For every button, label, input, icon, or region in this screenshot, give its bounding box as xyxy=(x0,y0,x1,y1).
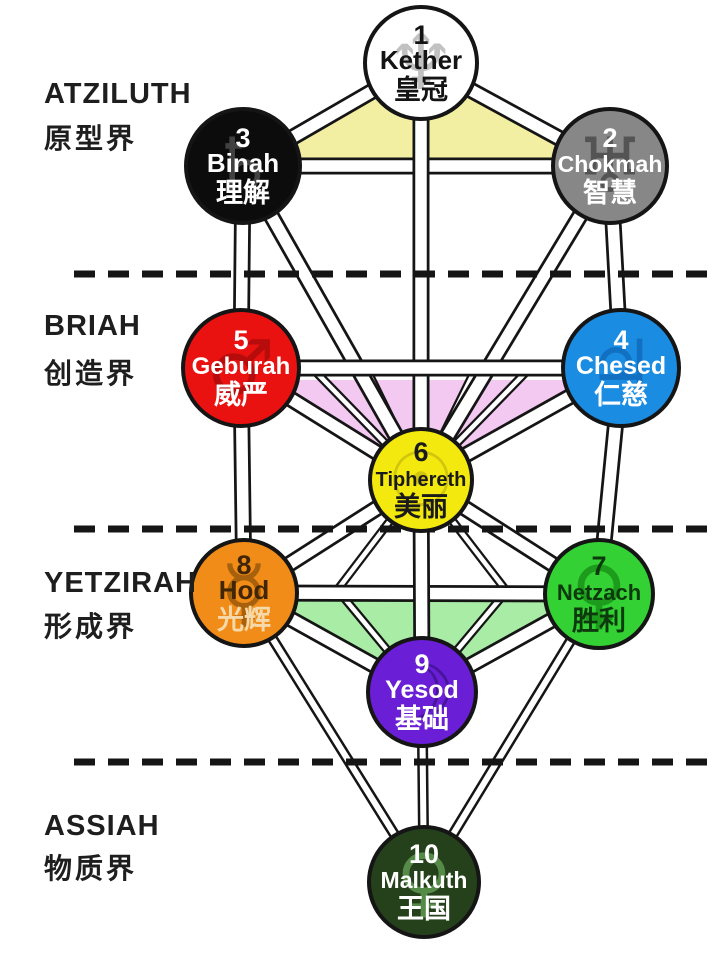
neptune-symbol: ♆ xyxy=(387,18,455,107)
jupiter-symbol: ♃ xyxy=(587,323,655,412)
moon-symbol: ☽ xyxy=(388,647,456,736)
world-name: ATZILUTH xyxy=(44,78,192,110)
chokmah-name: Chokmah xyxy=(558,151,663,177)
netzach-name: Netzach xyxy=(557,580,641,605)
world-label-atziluth: ATZILUTH 原型界 xyxy=(44,78,192,154)
world-label-briah: BRIAH 创造界 xyxy=(43,310,141,389)
tiphereth-chinese: 美丽 xyxy=(394,491,448,522)
sephira-geburah: ♂ 5 Geburah 威严 xyxy=(181,308,301,428)
geburah-chinese: 威严 xyxy=(214,380,268,410)
tiphereth-circle xyxy=(368,427,474,533)
malkuth-circle xyxy=(367,825,481,939)
sephira-hod: ☿ 8 Hod 光辉 xyxy=(189,538,299,648)
binah-circle xyxy=(184,107,302,225)
hod-circle xyxy=(189,538,299,648)
sun-symbol: ☉ xyxy=(387,435,455,524)
sephira-yesod: ☽ 9 Yesod 基础 xyxy=(366,636,478,748)
saturn-symbol: ♄ xyxy=(209,121,277,210)
chesed-number: 4 xyxy=(613,325,628,355)
world-chinese: 原型界 xyxy=(44,123,137,154)
hod-name: Hod xyxy=(219,575,270,605)
sephira-netzach: ♀ 7 Netzach 胜利 xyxy=(543,538,655,650)
netzach-chinese: 胜利 xyxy=(572,606,626,636)
geburah-number: 5 xyxy=(233,325,248,355)
path-chokmah-tiphereth xyxy=(413,161,618,485)
uranus-symbol: ♅ xyxy=(576,121,644,210)
malkuth-chinese: 王国 xyxy=(397,894,451,924)
sephira-malkuth: ♀ 10 Malkuth 王国 xyxy=(367,825,481,939)
world-name: BRIAH xyxy=(44,310,141,342)
chokmah-circle xyxy=(551,107,669,225)
kether-chinese: 皇冠 xyxy=(394,75,448,105)
chesed-name: Chesed xyxy=(576,352,666,380)
geburah-circle xyxy=(181,308,301,428)
mercury-symbol: ☿ xyxy=(221,548,268,637)
venus-symbol: ♀ xyxy=(571,549,627,638)
yesod-circle xyxy=(366,636,478,748)
kether-name: Kether xyxy=(380,45,462,75)
binah-chinese: 理解 xyxy=(216,178,270,208)
yesod-name: Yesod xyxy=(385,676,459,704)
world-name: ASSIAH xyxy=(44,810,160,842)
chokmah-number: 2 xyxy=(602,123,617,153)
earth-symbol: ♀ xyxy=(396,837,452,926)
tiphereth-number: 6 xyxy=(413,437,428,467)
geburah-name: Geburah xyxy=(192,353,291,380)
hod-number: 8 xyxy=(236,550,251,580)
world-name: YETZIRAH xyxy=(44,567,197,599)
sephira-tiphereth: ☉ 6 Tiphereth 美丽 xyxy=(368,427,474,533)
world-chinese: 形成界 xyxy=(44,611,137,642)
sephira-chesed: ♃ 4 Chesed 仁慈 xyxy=(561,308,681,428)
binah-number: 3 xyxy=(235,123,250,153)
mars-symbol: ♂ xyxy=(207,323,275,412)
chesed-chinese: 仁慈 xyxy=(594,379,648,410)
kether-number: 1 xyxy=(413,20,428,50)
path-binah-tiphereth xyxy=(235,161,429,485)
yesod-number: 9 xyxy=(414,649,429,679)
world-label-assiah: ASSIAH 物质界 xyxy=(44,810,160,884)
sephira-kether: ♆ 1 Kether 皇冠 xyxy=(363,5,479,121)
hod-chinese: 光辉 xyxy=(216,605,271,635)
world-label-yetzirah: YETZIRAH 形成界 xyxy=(44,567,197,642)
binah-name: Binah xyxy=(207,148,279,178)
chesed-circle xyxy=(561,308,681,428)
yesod-chinese: 基础 xyxy=(395,704,449,734)
tiphereth-name: Tiphereth xyxy=(376,469,467,491)
malkuth-number: 10 xyxy=(409,839,439,869)
world-chinese: 物质界 xyxy=(44,853,137,884)
chokmah-chinese: 智慧 xyxy=(583,178,637,208)
world-chinese: 创造界 xyxy=(43,358,137,389)
kether-circle xyxy=(363,5,479,121)
netzach-circle xyxy=(543,538,655,650)
malkuth-name: Malkuth xyxy=(381,867,468,893)
netzach-number: 7 xyxy=(591,551,606,581)
sephira-binah: ♄ 3 Binah 理解 xyxy=(184,107,302,225)
sephira-chokmah: ♅ 2 Chokmah 智慧 xyxy=(551,107,669,225)
